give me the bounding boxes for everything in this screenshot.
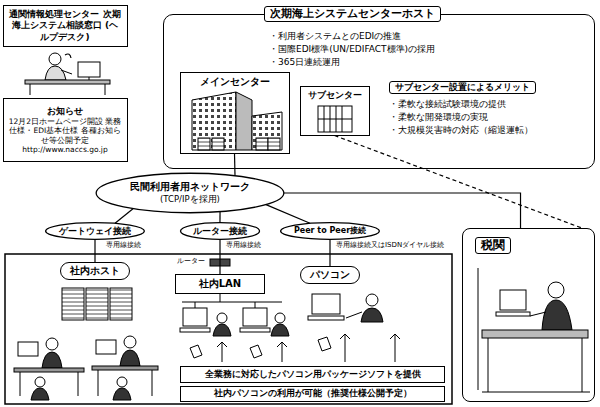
dashed-link [335, 136, 582, 229]
line-type-label: 専用線接続 [105, 242, 142, 250]
service-banner: 社内パソコンの利用が可能（推奨仕様公開予定） [180, 386, 445, 402]
node-text: ルーター接続 [193, 226, 247, 237]
node-text: ・国際EDI標準(UN/EDIFACT標準)の採用 [269, 44, 435, 55]
line-type-label: 専用線接続 [225, 242, 262, 250]
node-text: 全業務に対応したパソコン用パッケージソフトを提供 [205, 369, 421, 380]
node-text: ・大規模災害時の対応（縮退運転） [389, 125, 533, 136]
node-text: (TCP/IPを採用) [160, 194, 220, 205]
main-center-building [192, 92, 282, 150]
pc-box: パソコン [300, 266, 360, 284]
node-text: ・365日連続運用 [269, 57, 340, 68]
network-link [266, 205, 310, 224]
node-text: サブセンター [308, 90, 362, 101]
customs-box: 税関 [462, 228, 595, 402]
network-link [219, 212, 220, 223]
heading-text: 税関 [475, 237, 511, 254]
user-area [5, 254, 452, 404]
ellipse-outline [95, 172, 285, 214]
node-text: ・柔軟な接続試験環境の提供 [389, 99, 506, 110]
node-text: 通関情報処理センター 次期海上システム相談窓口 (ヘルプデスク) [8, 9, 123, 43]
node-text: 12月2日ホームページ開設 業務仕様・EDI基本仕様 各種お知らせ等公開予定 [8, 117, 123, 145]
node-text: ・利用者システムとのEDIの推進 [269, 31, 401, 42]
router-label: ルーター [176, 258, 206, 266]
network-link [115, 209, 133, 224]
node-text: 社内LAN [199, 278, 241, 291]
node-text: http://www.naccs.go.jp [22, 145, 107, 154]
helpdesk-box: 通関情報処理センター 次期海上システム相談窓口 (ヘルプデスク) [3, 5, 128, 47]
sub-center-box: サブセンター [300, 86, 370, 136]
node-text: 社内ホスト [70, 265, 120, 278]
lan-pcs [180, 294, 289, 362]
node-text: 民間利用者用ネットワーク [130, 181, 250, 194]
sub-center-building [318, 106, 352, 132]
office-workers [14, 336, 158, 400]
node-text: ゲートウェイ接続 [59, 226, 131, 237]
node-text: 社内パソコンの利用が可能（推奨仕様公開予定） [214, 388, 412, 399]
service-banner: 全業務に対応したパソコン用パッケージソフトを提供 [180, 366, 445, 383]
heading-text: サブセンター設置によるメリット [389, 81, 536, 94]
network-link [94, 239, 95, 262]
node-text: お知らせ [47, 106, 83, 117]
connection-ellipse: Peer to Peer接続 [280, 222, 380, 240]
notice-box: お知らせ12月2日ホームページ開設 業務仕様・EDI基本仕様 各種お知らせ等公開… [3, 98, 128, 162]
host-box: 社内ホスト [60, 262, 130, 280]
node-text: パソコン [310, 269, 350, 282]
node-text: メインセンター [200, 76, 270, 88]
node-text: ・柔軟な開発環境の実現 [389, 112, 488, 123]
pc-user [308, 294, 400, 362]
center-host-region: 次期海上システムセンターホスト・利用者システムとのEDIの推進・国際EDI標準(… [163, 14, 595, 169]
line-type-label: 専用線接続又はISDNダイヤル接続 [335, 242, 445, 250]
connection-ellipse: ゲートウェイ接続 [45, 222, 145, 240]
network-link [329, 239, 330, 266]
heading-text: 次期海上システムセンターホスト [264, 6, 441, 22]
main-center-box: メインセンター [180, 72, 290, 154]
customs-officer [478, 268, 590, 392]
connection-ellipse: ルーター接続 [180, 222, 260, 240]
network-link [234, 154, 236, 176]
helpdesk-person [25, 53, 110, 95]
lan-box: 社内LAN [175, 274, 265, 294]
node-text: Peer to Peer接続 [294, 226, 366, 236]
network-link [219, 239, 220, 274]
connectors [95, 136, 582, 275]
network-ellipse: 民間利用者用ネットワーク(TCP/IPを採用) [95, 172, 285, 214]
host-racks [62, 288, 132, 320]
